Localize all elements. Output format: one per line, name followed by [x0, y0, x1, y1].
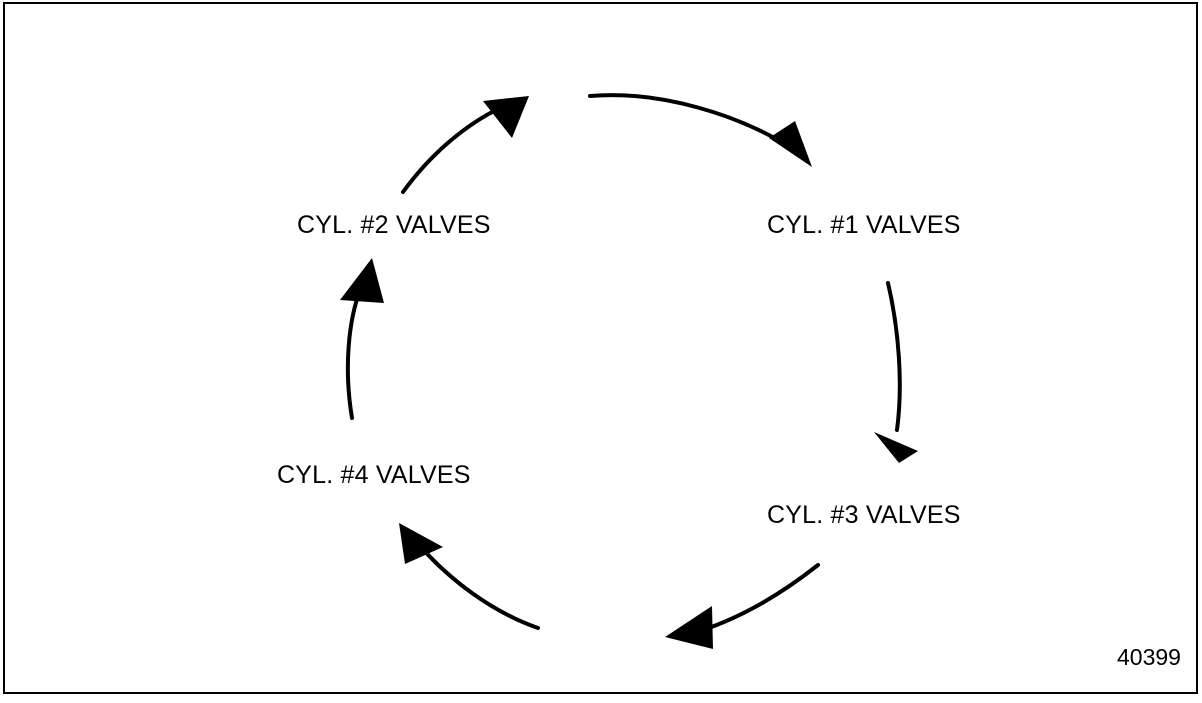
- node-label-cyl2: CYL. #2 VALVES: [297, 211, 491, 239]
- figure-number: 40399: [1117, 644, 1181, 670]
- arrow-right-head: [874, 432, 918, 463]
- arrow-top-right: [588, 93, 812, 167]
- arrow-top-left: [401, 96, 529, 194]
- arrow-right-shaft: [886, 281, 902, 432]
- arrow-top-right-shaft: [588, 93, 795, 151]
- arrow-bottom-right-head: [665, 606, 713, 649]
- arrow-bottom-right-shaft: [698, 563, 820, 633]
- arrow-top-right-head: [769, 121, 812, 167]
- arrow-left-shaft: [345, 286, 363, 420]
- node-label-cyl4: CYL. #4 VALVES: [277, 461, 471, 489]
- arrow-top-left-head: [483, 96, 529, 138]
- node-label-cyl1: CYL. #1 VALVES: [767, 211, 961, 239]
- arrow-bottom-left-head: [399, 523, 443, 564]
- arrow-right: [874, 281, 918, 463]
- arrow-left: [340, 258, 384, 420]
- arrow-top-left-shaft: [401, 109, 496, 194]
- arrow-left-head: [340, 258, 384, 303]
- arrow-bottom-left-shaft: [418, 544, 540, 630]
- node-label-cyl3: CYL. #3 VALVES: [767, 501, 961, 529]
- arrow-bottom-right: [665, 563, 820, 649]
- figure-border-frame: [3, 2, 1198, 694]
- arrow-bottom-left: [399, 523, 540, 630]
